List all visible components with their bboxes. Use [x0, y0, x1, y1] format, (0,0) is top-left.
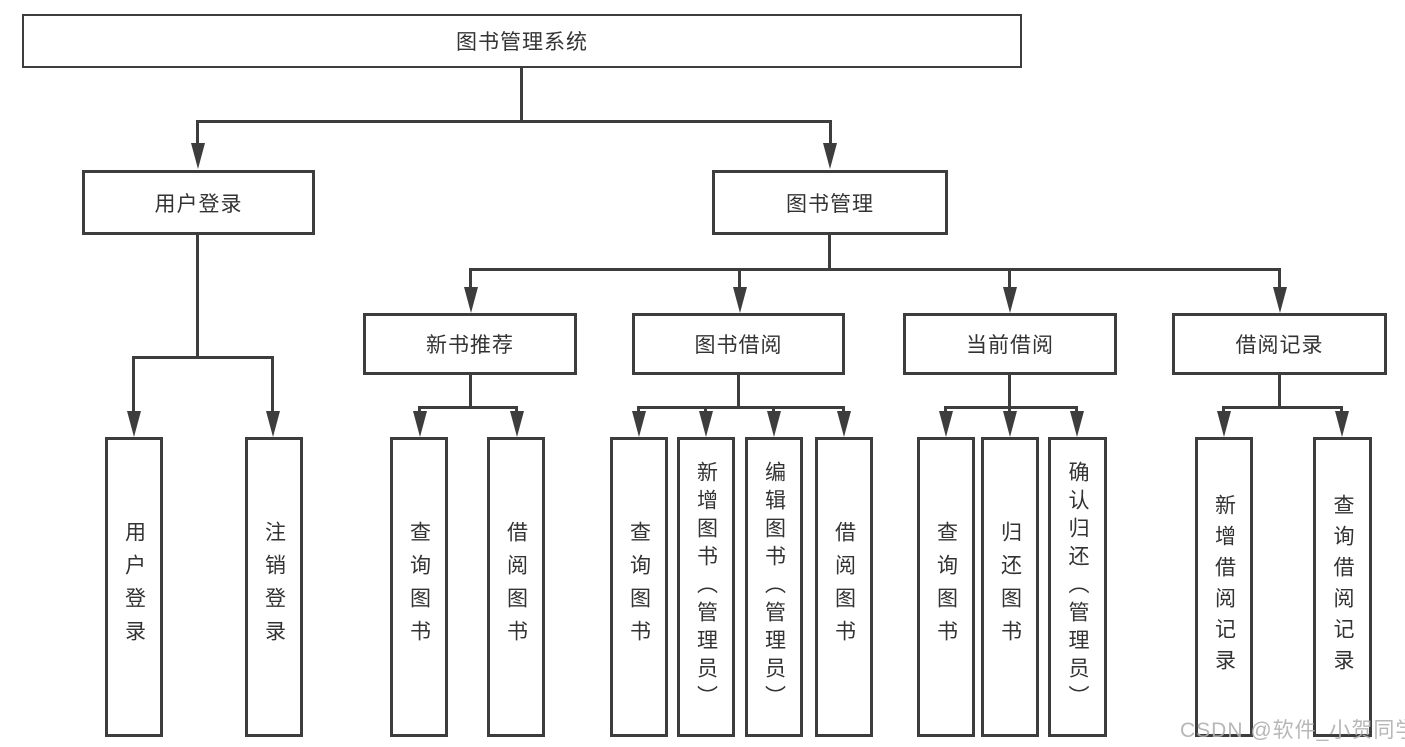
connector-vline [1278, 268, 1281, 290]
connector-vline [271, 356, 274, 414]
leaf-borrow-books: 借阅图书 [815, 437, 873, 737]
leaf-add-books-admin: 新增图书（管理员） [677, 437, 735, 737]
leaf-return-books: 归还图书 [981, 437, 1039, 737]
connector-hline [637, 406, 845, 409]
leaf-query-books-recommend: 查询图书 [390, 437, 448, 737]
arrow-head [191, 143, 205, 169]
csdn-watermark: CSDN @软件_小贺同学 [1180, 719, 1405, 742]
node-current-borrowing: 当前借阅 [903, 313, 1117, 375]
node-library-management-system: 图书管理系统 [22, 14, 1022, 68]
node-label: 图书管理 [786, 192, 874, 216]
connector-vline [1278, 375, 1281, 409]
leaf-label: 查询图书 [627, 521, 651, 653]
connector-vline [1008, 375, 1011, 409]
arrow-head [1335, 411, 1349, 437]
arrow-head [1217, 411, 1231, 437]
node-label: 图书借阅 [694, 334, 783, 357]
node-borrowing-records: 借阅记录 [1172, 313, 1387, 375]
leaf-query-books-current: 查询图书 [917, 437, 975, 737]
leaf-query-books-borrowing: 查询图书 [610, 437, 668, 737]
leaf-query-borrow-record: 查询借阅记录 [1313, 437, 1372, 737]
leaf-label: 编辑图书（管理员） [762, 461, 786, 713]
node-book-management: 图书管理 [712, 170, 948, 235]
node-label: 借阅记录 [1235, 334, 1324, 357]
connector-hline [196, 120, 832, 123]
connector-vline [196, 235, 199, 359]
connector-vline [469, 375, 472, 409]
leaf-label: 查询图书 [407, 521, 431, 653]
arrow-head [837, 411, 851, 437]
node-label: 当前借阅 [966, 334, 1054, 357]
leaf-label: 查询图书 [934, 521, 958, 653]
connector-hline [469, 268, 1281, 271]
leaf-label: 归还图书 [998, 521, 1022, 653]
arrow-head [1070, 411, 1084, 437]
connector-vline [1008, 268, 1011, 290]
leaf-label: 注销登录 [262, 521, 286, 653]
arrow-head [1003, 411, 1017, 437]
node-new-book-recommendation: 新书推荐 [363, 313, 577, 375]
connector-vline [196, 120, 199, 145]
connector-hline [418, 406, 518, 409]
connector-vline [132, 356, 135, 414]
arrow-head [1003, 287, 1017, 313]
arrow-head [632, 411, 646, 437]
connector-vline [828, 235, 831, 271]
node-label: 新书推荐 [426, 334, 514, 357]
leaf-label: 借阅图书 [504, 521, 528, 653]
arrow-head [939, 411, 953, 437]
leaf-label: 新增借阅记录 [1212, 494, 1236, 680]
node-label: 图书管理系统 [456, 31, 588, 54]
connector-hline [944, 406, 1078, 409]
arrow-head [464, 287, 478, 313]
connector-vline [469, 268, 472, 290]
connector-vline [520, 68, 523, 121]
arrow-head [510, 411, 524, 437]
arrow-head [733, 287, 747, 313]
leaf-edit-books-admin: 编辑图书（管理员） [745, 437, 803, 737]
connector-vline [737, 375, 740, 409]
leaf-add-borrow-record: 新增借阅记录 [1195, 437, 1253, 737]
connector-vline [738, 268, 741, 290]
arrow-head [127, 411, 141, 437]
leaf-label: 新增图书（管理员） [694, 461, 718, 713]
connector-hline [132, 356, 274, 359]
leaf-label: 确认归还（管理员） [1066, 461, 1089, 713]
node-book-borrowing: 图书借阅 [632, 313, 845, 375]
arrow-head [413, 411, 427, 437]
arrow-head [266, 411, 280, 437]
connector-vline [829, 120, 832, 145]
leaf-borrow-books-recommend: 借阅图书 [487, 437, 545, 737]
leaf-label: 用户登录 [122, 521, 146, 653]
leaf-label: 借阅图书 [832, 521, 856, 653]
leaf-user-login: 用户登录 [105, 437, 163, 737]
node-user-login: 用户登录 [82, 170, 315, 235]
leaf-label: 查询借阅记录 [1331, 494, 1354, 680]
arrow-head [1273, 287, 1287, 313]
node-label: 用户登录 [154, 192, 243, 216]
arrow-head [823, 143, 837, 169]
leaf-confirm-return-admin: 确认归还（管理员） [1048, 437, 1107, 737]
connector-hline [1222, 406, 1341, 409]
arrow-head [699, 411, 713, 437]
leaf-logout: 注销登录 [245, 437, 303, 737]
arrow-head [767, 411, 781, 437]
